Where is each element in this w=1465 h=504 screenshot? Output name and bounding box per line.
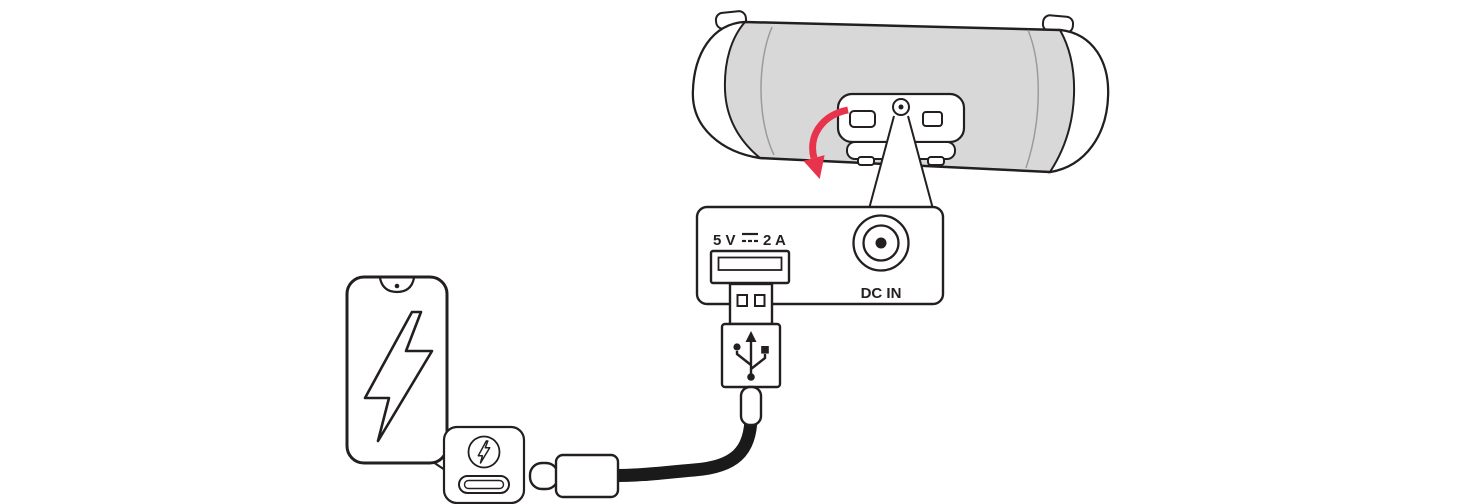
compartment-dc-jack-pin — [898, 104, 904, 110]
usb-trident-arrow — [745, 331, 757, 342]
pointer-wedge-fill — [869, 116, 933, 209]
dc-symbol-icon — [742, 232, 758, 243]
usb-trident-left-branch — [735, 351, 752, 366]
speaker-right-end-cap — [1047, 28, 1110, 174]
usb-trident-right-branch — [750, 354, 767, 370]
usb-c-port-inner — [463, 479, 505, 490]
open-cover-arrow-icon — [803, 106, 849, 179]
usb-cable — [610, 409, 758, 482]
speaker-left-seam — [760, 26, 775, 156]
usb-a-plug-hole-left — [736, 294, 748, 307]
usb-a-plug — [720, 282, 782, 427]
open-cover-arrow-curve — [809, 106, 849, 159]
usb-a-plug-hole-right — [754, 294, 766, 307]
charging-bolt-small-icon — [477, 440, 491, 464]
usb-voltage-label: 5 V — [713, 232, 736, 249]
usb-a-port-tongue — [717, 256, 783, 271]
phone-port-callout — [442, 425, 526, 504]
dc-in-jack — [852, 214, 910, 272]
usb-trident-square-end — [761, 346, 769, 354]
usb-a-plug-strain-relief — [739, 385, 763, 427]
phone-notch — [378, 277, 416, 294]
phone — [345, 275, 449, 465]
usb-a-port — [709, 249, 791, 285]
compartment-left-port — [849, 110, 876, 128]
callout-pointer-wedge — [868, 115, 934, 210]
speaker-left-end-cap — [691, 20, 764, 160]
charging-bolt-icon — [363, 310, 434, 443]
phone-camera-dot — [394, 283, 400, 289]
cover-flap-foot-left — [857, 156, 875, 166]
port-detail-panel: 5 V 2 A DC IN — [695, 205, 945, 306]
usb-output-rating-label: 5 V 2 A — [713, 232, 786, 249]
usb-current-label: 2 A — [763, 232, 786, 249]
speaker-right-seam — [1025, 29, 1039, 169]
usb-trident-icon — [733, 331, 769, 381]
dc-in-label: DC IN — [861, 285, 902, 302]
usb-c-connector-body — [554, 453, 620, 499]
cover-flap-foot-right — [927, 156, 945, 166]
usb-c-port-outer — [458, 475, 510, 494]
usb-c-connector-tip — [528, 461, 560, 491]
usb-c-port-icon — [458, 475, 510, 494]
dc-jack-center-pin — [875, 237, 887, 249]
pointer-wedge-left-line — [868, 115, 895, 210]
pointer-wedge-right-line — [907, 115, 934, 210]
usb-trident-base-dot — [747, 373, 755, 381]
open-cover-arrow-head — [803, 155, 825, 179]
speaker — [691, 10, 1110, 174]
usb-trident-circle-end — [733, 343, 741, 351]
usb-c-connector — [528, 453, 620, 499]
usb-a-plug-shroud — [728, 282, 774, 326]
compartment-right-port — [922, 111, 943, 127]
